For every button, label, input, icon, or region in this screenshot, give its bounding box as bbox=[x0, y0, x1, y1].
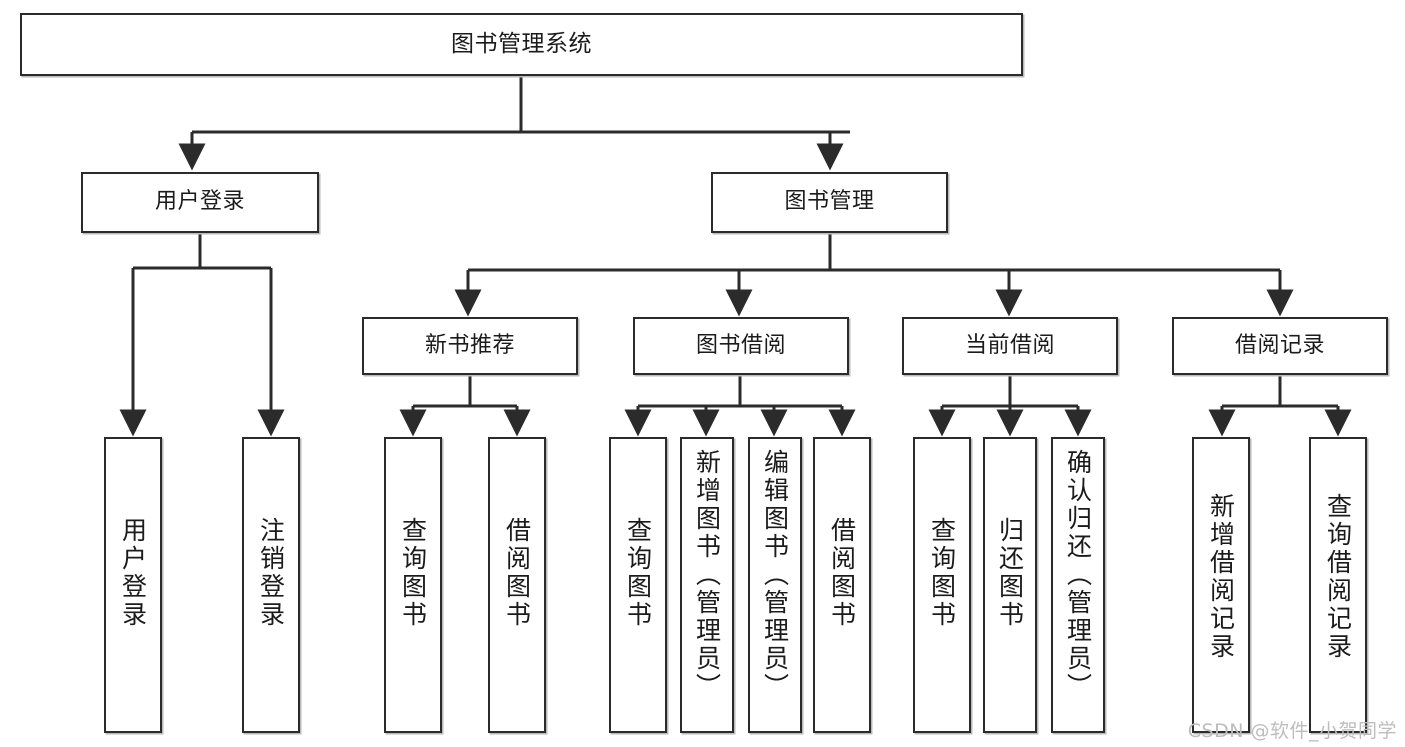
watermark-text: CSDN @软件_小贺同学 bbox=[1187, 720, 1397, 742]
node-leaf-query-book-1-label: 查询图书 bbox=[398, 517, 428, 629]
node-root[interactable]: 图书管理系统 bbox=[20, 13, 1023, 76]
node-borrow-record[interactable]: 借阅记录 bbox=[1172, 317, 1388, 375]
node-user-login-label: 用户登录 bbox=[154, 189, 245, 215]
node-leaf-query-book-3-label: 查询图书 bbox=[927, 517, 957, 629]
node-leaf-query-record-label: 查询借阅记录 bbox=[1323, 493, 1353, 661]
node-leaf-query-book-2[interactable]: 查询图书 bbox=[609, 437, 667, 733]
node-leaf-borrow-book-1[interactable]: 借阅图书 bbox=[488, 437, 546, 733]
node-leaf-borrow-book-2-label: 借阅图书 bbox=[827, 517, 857, 629]
node-leaf-edit-book-label: 编辑图书（管理员） bbox=[760, 449, 790, 701]
node-leaf-borrow-book-2[interactable]: 借阅图书 bbox=[813, 437, 871, 733]
node-leaf-return-book-label: 归还图书 bbox=[995, 517, 1025, 629]
node-leaf-add-book-label: 新增图书（管理员） bbox=[692, 449, 722, 701]
node-leaf-logout-login[interactable]: 注销登录 bbox=[242, 437, 300, 733]
node-leaf-query-book-2-label: 查询图书 bbox=[623, 517, 653, 629]
node-current-borrow-label: 当前借阅 bbox=[964, 332, 1055, 358]
node-book-borrow-label: 图书借阅 bbox=[695, 332, 786, 358]
node-borrow-record-label: 借阅记录 bbox=[1234, 332, 1325, 358]
node-book-manage[interactable]: 图书管理 bbox=[711, 172, 948, 233]
node-current-borrow[interactable]: 当前借阅 bbox=[902, 317, 1118, 375]
node-leaf-query-book-1[interactable]: 查询图书 bbox=[384, 437, 442, 733]
node-leaf-add-record-label: 新增借阅记录 bbox=[1206, 493, 1236, 661]
node-leaf-query-record[interactable]: 查询借阅记录 bbox=[1309, 437, 1367, 733]
node-root-label: 图书管理系统 bbox=[451, 30, 592, 57]
node-new-book-rec[interactable]: 新书推荐 bbox=[362, 317, 578, 375]
node-leaf-add-book[interactable]: 新增图书（管理员） bbox=[680, 437, 734, 733]
node-user-login[interactable]: 用户登录 bbox=[81, 172, 319, 233]
node-leaf-query-book-3[interactable]: 查询图书 bbox=[913, 437, 971, 733]
node-leaf-return-book[interactable]: 归还图书 bbox=[983, 437, 1037, 733]
node-book-manage-label: 图书管理 bbox=[784, 189, 875, 215]
node-leaf-user-login[interactable]: 用户登录 bbox=[104, 437, 162, 733]
node-book-borrow[interactable]: 图书借阅 bbox=[633, 317, 849, 375]
node-leaf-confirm-return-label: 确认归还（管理员） bbox=[1063, 449, 1093, 701]
node-new-book-rec-label: 新书推荐 bbox=[424, 332, 515, 358]
node-leaf-edit-book[interactable]: 编辑图书（管理员） bbox=[748, 437, 802, 733]
node-leaf-logout-login-label: 注销登录 bbox=[256, 517, 286, 629]
node-leaf-borrow-book-1-label: 借阅图书 bbox=[502, 517, 532, 629]
node-leaf-confirm-return[interactable]: 确认归还（管理员） bbox=[1051, 437, 1105, 733]
node-leaf-add-record[interactable]: 新增借阅记录 bbox=[1192, 437, 1250, 733]
node-leaf-user-login-label: 用户登录 bbox=[118, 517, 148, 629]
